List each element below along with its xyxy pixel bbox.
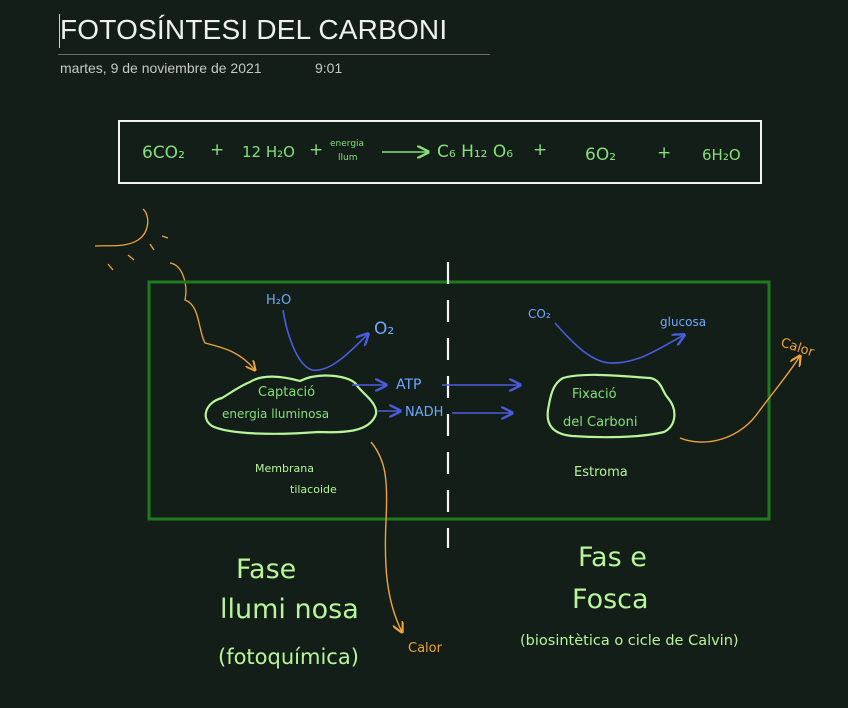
label-nadh: NADH bbox=[405, 405, 443, 420]
phase-dark-title-2: Fosca bbox=[572, 584, 649, 615]
heat-arrow-dark bbox=[679, 356, 800, 443]
captacio-label-2: energia lluminosa bbox=[222, 407, 329, 421]
label-estroma: Estroma bbox=[574, 465, 628, 480]
light-energy-arrow bbox=[169, 262, 255, 370]
eq-plus-1: + bbox=[210, 140, 224, 160]
fixacio-label-1: Fixació bbox=[572, 387, 617, 402]
captacio-blob bbox=[204, 374, 378, 435]
title-underline bbox=[58, 54, 490, 55]
sun-rays-sketch bbox=[94, 208, 169, 271]
phase-luminous-subtitle: (fotoquímica) bbox=[218, 645, 359, 669]
fixacio-label-2: del Carboni bbox=[563, 415, 637, 430]
label-calor-bottom: Calor bbox=[408, 641, 443, 656]
captacio-label-1: Captació bbox=[258, 385, 315, 400]
page-title[interactable]: FOTOSÍNTESI DEL CARBONI bbox=[60, 14, 448, 45]
water-oxygen-curve bbox=[282, 309, 368, 371]
phase-luminous-title-2: llumi nosa bbox=[220, 594, 359, 625]
phase-dark-title-1: Fas e bbox=[578, 542, 647, 573]
eq-o2: 6O₂ bbox=[585, 145, 616, 165]
fixacio-blob bbox=[546, 373, 676, 439]
page-time: 9:01 bbox=[315, 60, 343, 76]
text-cursor bbox=[59, 14, 60, 48]
label-tilacoide: tilacoide bbox=[290, 483, 337, 496]
eq-h2o: 12 H₂O bbox=[242, 143, 295, 161]
eq-energy-bottom: llum bbox=[338, 153, 357, 163]
eq-h2o-out: 6H₂O bbox=[702, 146, 741, 164]
label-calor-right: Calor bbox=[779, 336, 817, 361]
phase-luminous-title-1: Fase bbox=[236, 554, 296, 585]
eq-plus-3: + bbox=[533, 140, 547, 160]
page-date: martes, 9 de noviembre de 2021 bbox=[60, 60, 262, 76]
label-co2: CO₂ bbox=[528, 307, 551, 321]
label-o2: O₂ bbox=[374, 319, 394, 339]
eq-energy-top: energia bbox=[330, 139, 364, 149]
eq-glucose: C₆ H₁₂ O₆ bbox=[437, 142, 513, 162]
heat-arrow-luminous bbox=[370, 441, 402, 632]
phase-dark-subtitle: (biosintètica o cicle de Calvin) bbox=[520, 633, 739, 649]
eq-plus-2: + bbox=[309, 140, 323, 160]
eq-plus-4: + bbox=[657, 143, 671, 163]
eq-co2: 6CO₂ bbox=[142, 143, 185, 163]
label-glucosa: glucosa bbox=[660, 315, 706, 329]
equation-box bbox=[118, 120, 762, 184]
label-atp: ATP bbox=[396, 377, 421, 393]
label-membrana: Membrana bbox=[255, 462, 314, 475]
co2-glucose-curve bbox=[554, 322, 684, 364]
chloroplast-box bbox=[147, 280, 771, 521]
label-h2o: H₂O bbox=[266, 293, 291, 308]
